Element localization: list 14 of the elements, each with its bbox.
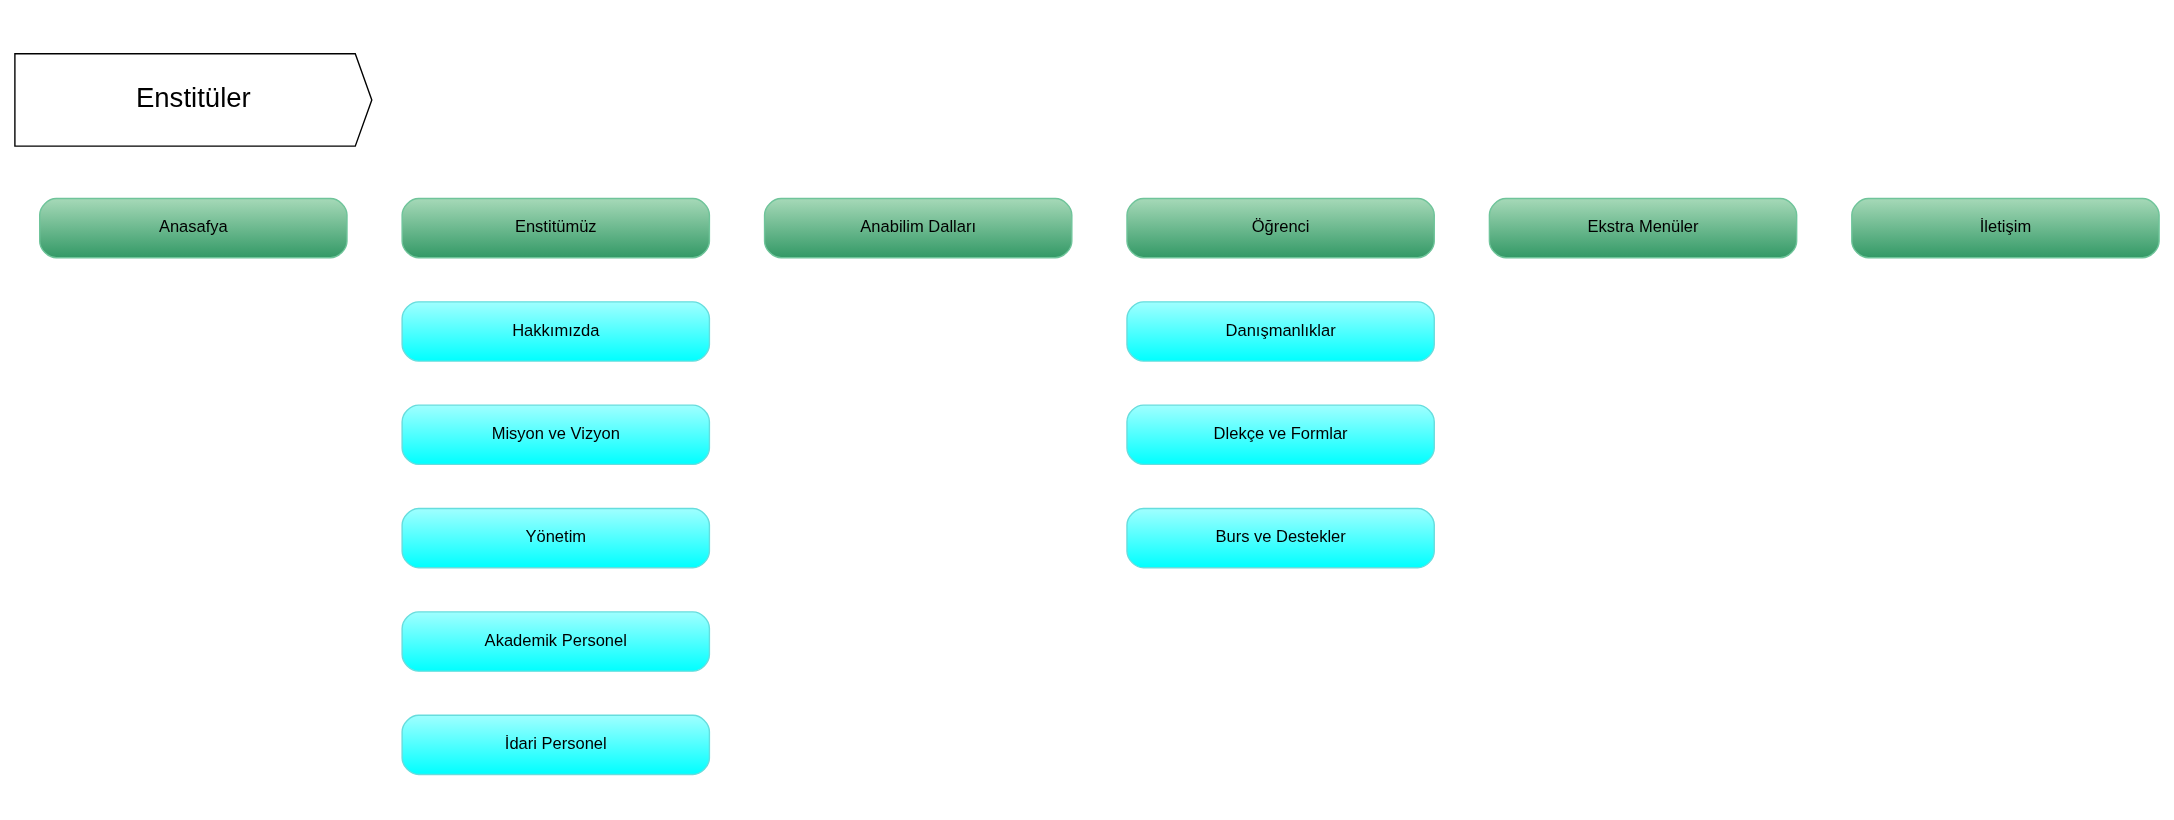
node-box: Enstitümüz xyxy=(401,197,711,259)
node-box: Anasafya xyxy=(39,197,348,259)
node-box: İdari Personel xyxy=(401,714,711,776)
node-box: Yönetim xyxy=(401,507,711,569)
node-box: Misyon ve Vizyon xyxy=(401,404,711,466)
node-box: Öğrenci xyxy=(1126,197,1435,259)
node-box: Danışmanlıklar xyxy=(1126,301,1435,362)
node-box: Anabilim Dalları xyxy=(763,197,1073,259)
node-box: İletişim xyxy=(1851,197,2160,259)
node-box: Burs ve Destekler xyxy=(1126,507,1435,569)
node-box: Akademik Personel xyxy=(401,611,711,672)
node-box: Hakkımızda xyxy=(401,301,711,362)
node-box: Dlekçe ve Formlar xyxy=(1126,404,1435,466)
node-box: Ekstra Menüler xyxy=(1488,197,1798,259)
